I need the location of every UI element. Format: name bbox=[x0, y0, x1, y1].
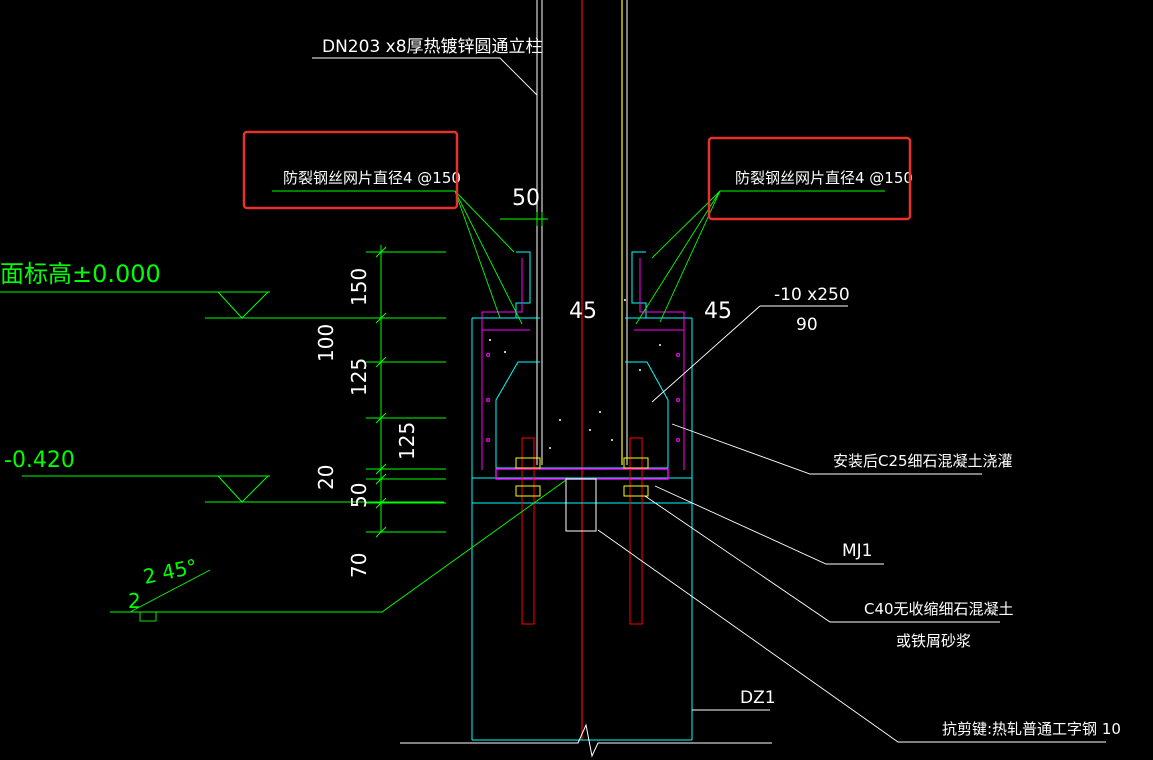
mesh-left-label: 防裂钢丝网片直径4 @150 bbox=[283, 169, 461, 187]
highlight-box-left[interactable] bbox=[242, 130, 459, 210]
top-offset-dimension bbox=[500, 212, 548, 226]
leader-lines bbox=[312, 57, 1106, 743]
dim-50: 50 bbox=[347, 483, 371, 508]
dim-125-a: 125 bbox=[347, 358, 371, 396]
anti-crack-mesh bbox=[481, 258, 685, 532]
dim-top-50: 50 bbox=[512, 186, 540, 211]
steel-column bbox=[536, 0, 628, 740]
vertical-dimension-chain bbox=[366, 245, 446, 538]
elevation-top-label: 面标高±0.000 bbox=[0, 260, 161, 288]
dim-125-b: 125 bbox=[395, 422, 419, 460]
dim-100: 100 bbox=[314, 324, 338, 362]
grout-label-line2: 或铁屑砂浆 bbox=[896, 632, 971, 650]
dim-gap-right: 45 bbox=[704, 299, 732, 324]
column-note-label: DN203 x8厚热镀锌圆通立柱 bbox=[322, 37, 543, 57]
mesh-right-label: 防裂钢丝网片直径4 @150 bbox=[735, 169, 913, 187]
highlight-box-right[interactable] bbox=[707, 136, 912, 221]
dim-20: 20 bbox=[314, 465, 338, 490]
break-line bbox=[400, 723, 772, 758]
grout-label-line1: C40无收缩细石混凝土 bbox=[864, 600, 1014, 618]
dim-gap-left: 45 bbox=[569, 299, 597, 324]
mesh-leaders bbox=[110, 190, 885, 622]
concrete-hatch bbox=[489, 299, 661, 449]
weld-angle-label: 2 45° bbox=[141, 554, 199, 589]
plate-top-label: -10 x250 bbox=[774, 285, 850, 305]
dz1-label: DZ1 bbox=[740, 688, 776, 708]
elevation-low-label: -0.420 bbox=[4, 448, 75, 473]
shear-key-label: 抗剪键:热轧普通工字钢 10 bbox=[942, 720, 1121, 738]
plate-bottom-label: 90 bbox=[796, 315, 818, 335]
mj1-label: MJ1 bbox=[842, 541, 873, 561]
weld-size-label: 2 bbox=[128, 589, 141, 613]
dim-150: 150 bbox=[347, 268, 371, 306]
anchor-bolts bbox=[515, 437, 649, 625]
dim-70: 70 bbox=[347, 553, 371, 578]
concrete-note-label: 安装后C25细石混凝土浇灌 bbox=[833, 452, 1013, 470]
